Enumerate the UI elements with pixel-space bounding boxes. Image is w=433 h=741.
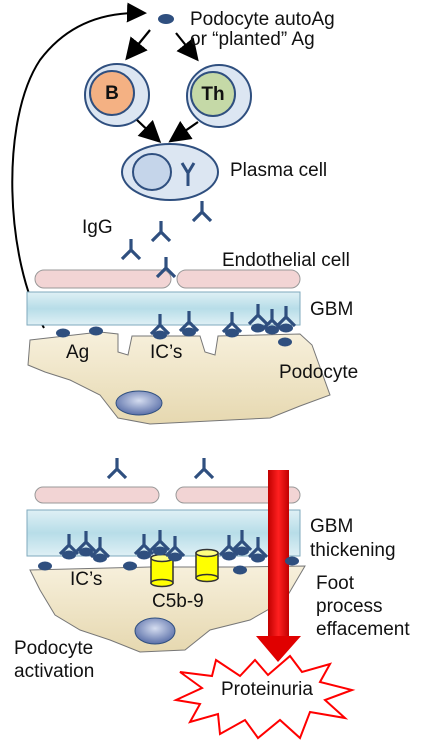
immune-complex	[231, 530, 253, 552]
antigen-dot	[235, 546, 249, 556]
antigen-dot	[251, 553, 265, 563]
gbm-thickening-label: GBM thickening	[310, 516, 396, 561]
immune-complex	[149, 530, 171, 552]
podocyte-bottom	[29, 565, 306, 653]
foot-process-effacement-label: Foot process effacement­	[316, 573, 410, 640]
igg-antibody	[106, 458, 128, 480]
antigen-dot	[279, 323, 293, 333]
podocyte-label: Podocyte	[279, 362, 359, 383]
plasma-cell	[121, 143, 219, 201]
immune-complex	[133, 534, 155, 556]
arrow-b-to-plasma	[136, 119, 162, 144]
endothelial-cell-right-top	[176, 269, 301, 289]
immune-complexes-label-top: IC’s	[150, 342, 183, 363]
antigen-dot	[158, 14, 174, 24]
antigen-dot	[123, 561, 137, 571]
proteinuria-starburst	[172, 654, 356, 740]
antigen-dot	[278, 337, 292, 347]
th-cell-label: Th	[201, 84, 225, 105]
ag-label: Ag	[66, 342, 90, 363]
c5b9-complex-1	[150, 553, 174, 588]
antigen-dot	[56, 328, 70, 338]
c5b9-complex-2	[195, 548, 219, 583]
proteinuria-label: Proteinuria	[221, 679, 313, 700]
arrow-to-b	[125, 29, 151, 61]
immune-complex	[218, 535, 240, 557]
podocyte-activation-label: Podocyte activation	[14, 638, 95, 682]
th-cell	[186, 64, 252, 128]
c5b9-label: C5b-9	[152, 591, 204, 612]
antigen-dot	[222, 551, 236, 561]
feedback-arrow	[11, 2, 147, 329]
antigen-dot	[182, 327, 196, 337]
immune-complex	[221, 312, 243, 334]
podocyte-nucleus-bottom	[134, 617, 176, 645]
immune-complex	[89, 537, 111, 559]
igg-antibody	[155, 257, 177, 279]
igg-antibody	[120, 239, 142, 261]
b-cell	[84, 63, 150, 127]
b-cell-label: B	[105, 83, 119, 104]
antigen-dot	[38, 561, 52, 571]
proteinuria-arrow	[256, 470, 301, 662]
antibody-layer	[38, 201, 299, 575]
antigen-dot	[265, 325, 279, 335]
immune-complex	[247, 304, 269, 326]
antigen-dot	[79, 547, 93, 557]
immune-complex	[164, 536, 186, 558]
igg-antibody	[191, 201, 213, 223]
antigen-dot	[153, 330, 167, 340]
immune-complex	[275, 306, 297, 328]
plasma-cell-label: Plasma cell	[230, 160, 328, 181]
gbm-label: GBM	[310, 299, 354, 320]
arrow-th-to-plasma	[168, 120, 199, 143]
endothelial-cell-left-bottom	[34, 486, 160, 504]
immune-complex	[75, 531, 97, 553]
antigen-dot	[168, 552, 182, 562]
igg-antibody	[150, 221, 172, 243]
antigen-label: Podocyte autoAg or “planted” Ag	[190, 9, 335, 50]
endothelial-cell-left-top	[34, 269, 172, 289]
arrow-to-th	[175, 32, 199, 62]
immune-complex	[149, 314, 171, 336]
podocyte-top	[27, 331, 331, 425]
antigen-dot	[93, 553, 107, 563]
antigen-dot	[153, 546, 167, 556]
immune-complex	[178, 311, 200, 333]
antigen-dot	[89, 326, 103, 336]
podocyte-nucleus-top	[115, 390, 163, 416]
immune-complex	[58, 534, 80, 556]
igg-label: IgG	[82, 217, 113, 238]
immune-complexes-label-bottom: IC’s	[70, 569, 103, 590]
antigen-dot	[62, 550, 76, 560]
antigen-dot	[137, 550, 151, 560]
antigen-dot	[285, 556, 299, 566]
antigen-dot	[251, 323, 265, 333]
immune-complex	[247, 537, 269, 559]
endothelial-cell-label: Endothelial cell	[222, 250, 350, 271]
antigen-dot	[233, 565, 247, 575]
igg-antibody	[193, 458, 215, 480]
antigen-dot	[225, 328, 239, 338]
